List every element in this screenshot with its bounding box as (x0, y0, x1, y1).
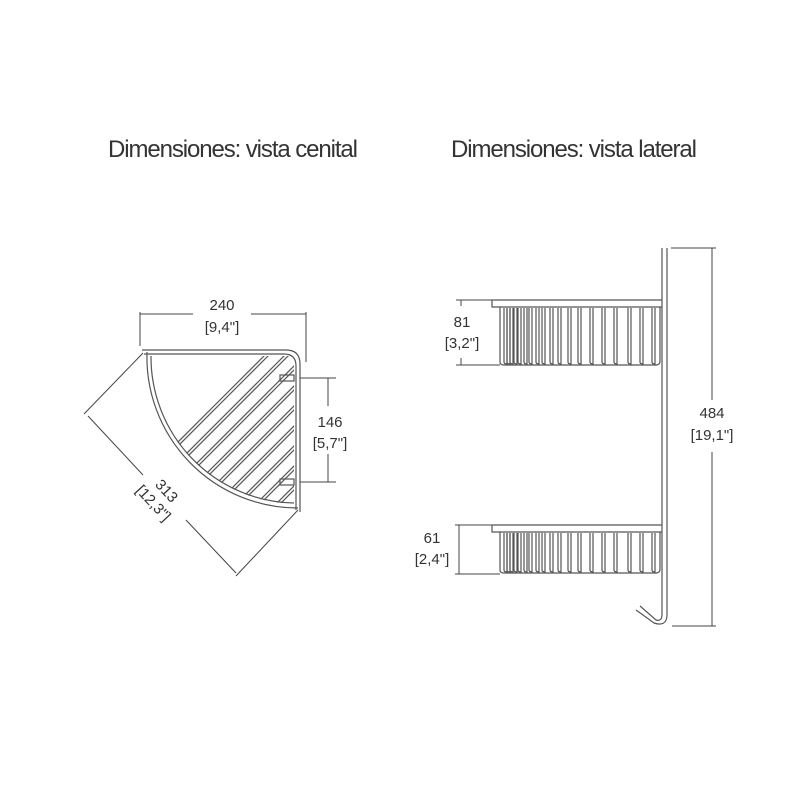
basket-wire (627, 533, 632, 573)
dimension-width: 240 [9,4"] (139, 297, 307, 362)
title-side-view: Dimensiones: vista lateral (451, 136, 697, 163)
basket-wire (517, 533, 522, 573)
grid-wire (239, 356, 294, 504)
wall-bar (639, 248, 663, 621)
mount-bracket-top (279, 374, 295, 382)
grid-wire (259, 356, 294, 504)
basket-wire (509, 533, 514, 573)
basket-wire (651, 533, 656, 573)
dimension-lower-basket: 61 [2,4"] (415, 524, 500, 575)
basket-wire (506, 308, 511, 365)
grid-wire (340, 350, 510, 520)
basket-wire (557, 533, 562, 573)
basket-wire (523, 533, 528, 573)
basket-wire (549, 533, 554, 573)
basket-wire (639, 533, 644, 573)
basket-wire (613, 533, 618, 573)
basket-wire (601, 533, 606, 573)
shelf-front-arc (146, 351, 299, 509)
basket-wire (503, 308, 508, 365)
dimension-mount-spacing: 146 [5,7"] (300, 377, 348, 483)
grid-wire (344, 350, 514, 520)
basket-wire (549, 308, 554, 365)
basket-wire (541, 533, 546, 573)
basket-wire (589, 533, 594, 573)
basket-wire (589, 308, 594, 365)
side-view-drawing (491, 248, 668, 625)
title-top-view: Dimensiones: vista cenital (108, 136, 358, 163)
basket-wire (651, 308, 656, 365)
grid-wire (219, 356, 294, 504)
svg-text:[19,1"]: [19,1"] (691, 427, 734, 444)
svg-text:[5,7"]: [5,7"] (313, 435, 348, 452)
dimension-upper-basket: 81 [3,2"] (445, 299, 500, 366)
basket-wire (523, 308, 528, 365)
svg-text:[2,4"]: [2,4"] (415, 551, 450, 568)
grid-wire (279, 356, 294, 504)
grid-wire (400, 350, 570, 520)
svg-text:61: 61 (424, 530, 441, 547)
basket-wire (567, 533, 572, 573)
grid-wire (149, 356, 291, 504)
basket-wire (513, 533, 518, 573)
svg-text:484: 484 (699, 405, 724, 422)
basket-wire (535, 308, 540, 365)
grid-wire (149, 356, 271, 504)
basket-wire (528, 533, 533, 573)
basket-wire (613, 308, 618, 365)
basket-wire (513, 308, 518, 365)
lower-basket (491, 524, 662, 574)
grid-wire (404, 350, 574, 520)
dimension-diagonal: 313 [12,3"] (83, 352, 299, 577)
grid-wire (149, 356, 275, 504)
basket-wire (567, 308, 572, 365)
basket-frame (499, 532, 661, 574)
basket-wire (541, 308, 546, 365)
basket-wire (639, 308, 644, 365)
dimension-total-height: 484 [19,1"] (671, 247, 734, 627)
svg-text:[9,4"]: [9,4"] (205, 319, 240, 336)
basket-wire (627, 308, 632, 365)
svg-text:146: 146 (317, 414, 342, 431)
basket-wire (503, 533, 508, 573)
basket-wire (528, 308, 533, 365)
grid-wire (243, 356, 294, 504)
basket-wire (517, 308, 522, 365)
basket-wire (577, 533, 582, 573)
grid-wire (364, 350, 534, 520)
grid-wire (384, 350, 554, 520)
basket-rail (491, 299, 662, 308)
grid-wire (380, 350, 550, 520)
grid-wire (263, 356, 294, 504)
grid-wire (360, 350, 530, 520)
basket-wire (506, 533, 511, 573)
svg-text:81: 81 (454, 314, 471, 331)
basket-wire (577, 308, 582, 365)
basket-wire (557, 308, 562, 365)
svg-text:240: 240 (209, 297, 234, 314)
mount-bracket-bottom (279, 478, 295, 486)
upper-basket (491, 299, 662, 366)
grid-wire (283, 356, 294, 504)
shelf-outer-rim (142, 349, 301, 512)
basket-wire (509, 308, 514, 365)
svg-text:[3,2"]: [3,2"] (445, 335, 480, 352)
basket-rail (491, 524, 662, 533)
grid-wire (223, 356, 294, 504)
basket-wire (601, 308, 606, 365)
grid-wire (324, 350, 494, 520)
basket-wire (535, 533, 540, 573)
basket-frame (499, 307, 661, 366)
